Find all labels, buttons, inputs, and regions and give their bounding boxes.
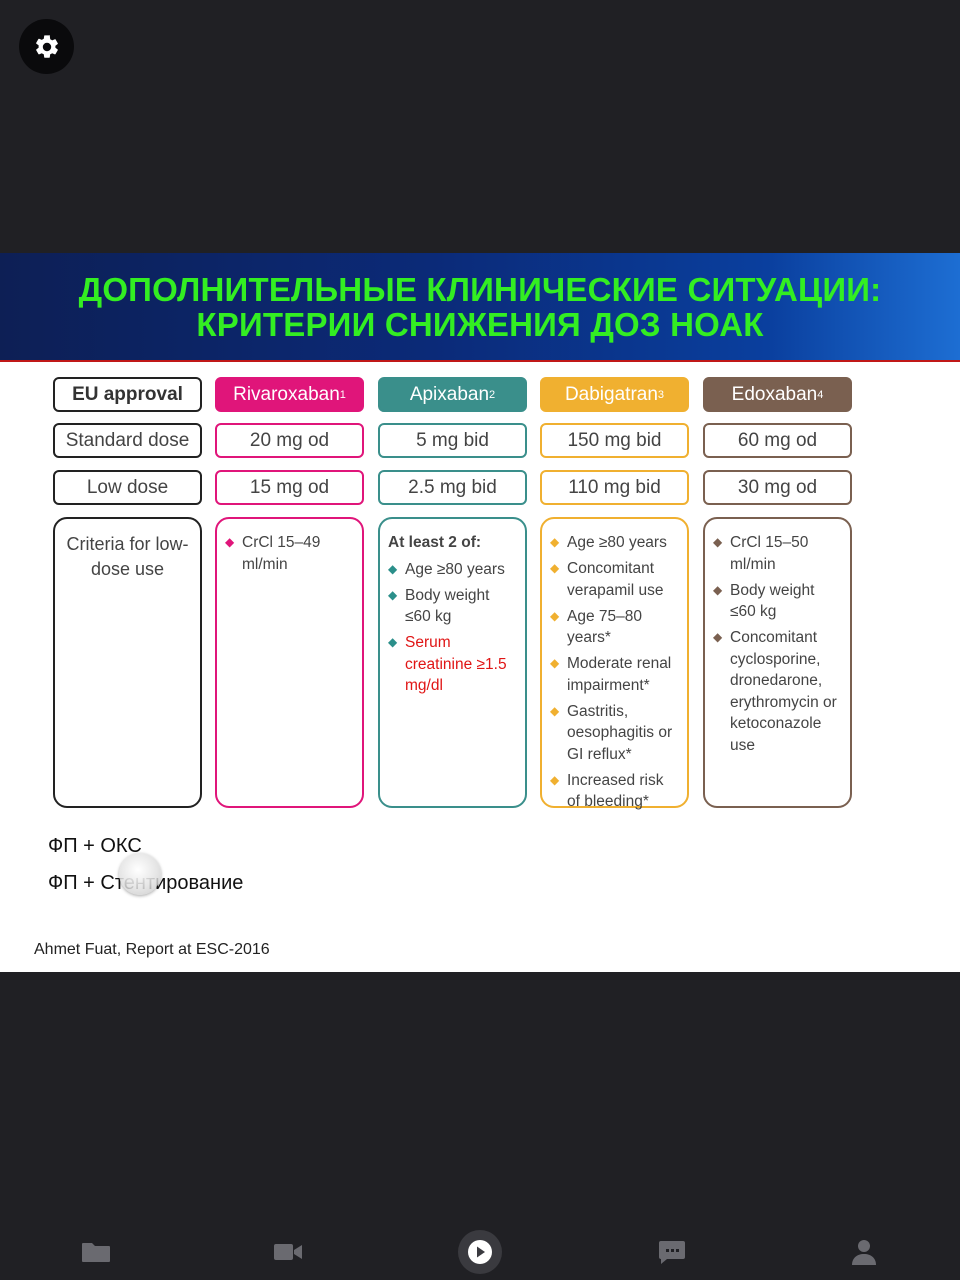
criteria-item: Concomitant cyclosporine, dronedarone, e… (713, 627, 842, 756)
criteria-item: Increased risk of bleeding* (550, 770, 679, 813)
dabigatran-name: Dabigatran (564, 383, 658, 405)
rivaroxaban-criteria: CrCl 15–49 ml/min (215, 517, 364, 808)
edoxaban-standard-dose: 60 mg od (703, 423, 852, 458)
apixaban-name: Apixaban (409, 383, 490, 405)
criteria-lead: At least 2 of: (388, 534, 482, 551)
bottom-navigation (0, 1222, 960, 1280)
video-button[interactable] (266, 1230, 310, 1274)
row-label-eu-approval: EU approval (53, 377, 202, 412)
criteria-item: Concomitant verapamil use (550, 558, 679, 601)
dabigatran-low-dose: 110 mg bid (540, 470, 689, 505)
criteria-item: Moderate renal impairment* (550, 653, 679, 696)
edoxaban-criteria: CrCl 15–50 ml/min Body weight ≤60 kg Con… (703, 517, 852, 808)
apixaban-criteria: At least 2 of: Age ≥80 years Body weight… (378, 517, 527, 808)
criteria-item: Age ≥80 years (388, 559, 517, 581)
row-label-criteria: Criteria for low-dose use (53, 517, 202, 808)
criteria-item-highlight: Serum creatinine ≥1.5 mg/dl (388, 632, 517, 697)
criteria-item: CrCl 15–49 ml/min (225, 532, 354, 575)
note-af-acs: ФП + ОКС (48, 835, 142, 857)
criteria-item: Gastritis, oesophagitis or GI reflux* (550, 701, 679, 766)
dabigatran-criteria: Age ≥80 years Concomitant verapamil use … (540, 517, 689, 810)
slide-title-line-2: КРИТЕРИИ СНИЖЕНИЯ ДОЗ НОАК (196, 305, 764, 343)
rivaroxaban-name: Rivaroxaban (233, 383, 340, 405)
citation: Ahmet Fuat, Report at ESC-2016 (34, 941, 270, 958)
criteria-item: Age ≥80 years (550, 532, 679, 554)
profile-button[interactable] (842, 1230, 886, 1274)
presentation-slide: ДОПОЛНИТЕЛЬНЫЕ КЛИНИЧЕСКИЕ СИТУАЦИИ: КРИ… (0, 253, 960, 972)
criteria-label: Criteria for low-dose use (66, 534, 189, 579)
rivaroxaban-standard-dose: 20 mg od (215, 423, 364, 458)
chat-button[interactable] (650, 1230, 694, 1274)
play-icon (468, 1240, 492, 1264)
edoxaban-low-dose: 30 mg od (703, 470, 852, 505)
rivaroxaban-low-dose: 15 mg od (215, 470, 364, 505)
play-button[interactable] (458, 1230, 502, 1274)
criteria-item: Body weight ≤60 kg (713, 580, 842, 623)
gear-icon (35, 34, 58, 58)
folder-icon (82, 1243, 110, 1262)
row-label-low-dose: Low dose (53, 470, 202, 505)
low-dose-label: Low dose (86, 476, 169, 498)
pointer-cursor (119, 853, 161, 895)
criteria-item: Body weight ≤60 kg (388, 585, 517, 628)
slide-title-line-1: ДОПОЛНИТЕЛЬНЫЕ КЛИНИЧЕСКИЕ СИТУАЦИИ: (78, 270, 882, 308)
folder-button[interactable] (74, 1230, 118, 1274)
user-icon (852, 1240, 876, 1265)
slide-header: ДОПОЛНИТЕЛЬНЫЕ КЛИНИЧЕСКИЕ СИТУАЦИИ: КРИ… (0, 253, 960, 362)
criteria-item: Age 75–80 years* (550, 606, 679, 649)
apixaban-standard-dose: 5 mg bid (378, 423, 527, 458)
standard-dose-label: Standard dose (65, 429, 190, 451)
edoxaban-name: Edoxaban (731, 383, 818, 405)
video-camera-icon (274, 1244, 302, 1260)
apixaban-low-dose: 2.5 mg bid (378, 470, 527, 505)
chat-icon (659, 1241, 685, 1264)
settings-button[interactable] (19, 19, 74, 74)
dabigatran-standard-dose: 150 mg bid (540, 423, 689, 458)
criteria-item: CrCl 15–50 ml/min (713, 532, 842, 575)
eu-approval-label: EU approval (72, 383, 183, 405)
row-label-standard-dose: Standard dose (53, 423, 202, 458)
